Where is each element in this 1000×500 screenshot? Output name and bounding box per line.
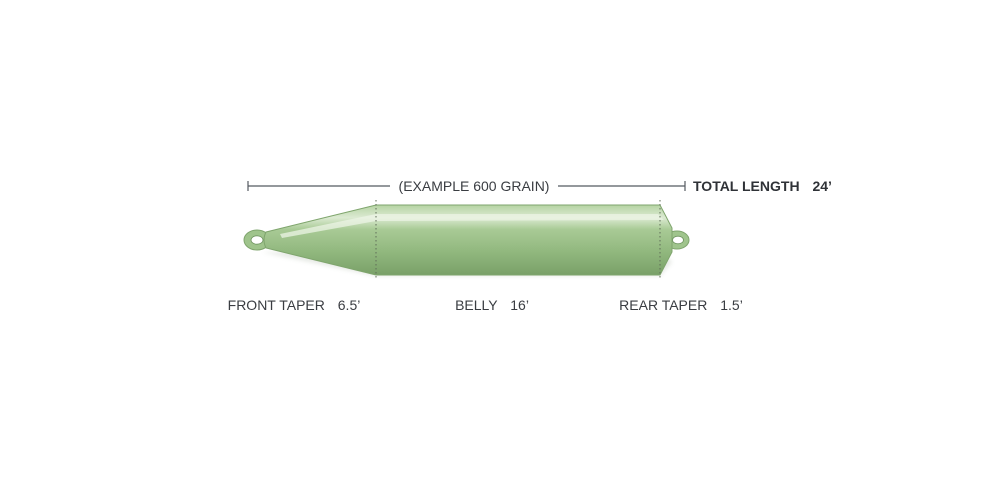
rear-loop-hole <box>672 235 684 245</box>
dimension-line <box>247 181 686 191</box>
front-loop-hole <box>250 235 264 245</box>
section-name: BELLY <box>455 297 498 313</box>
section-label-rear-taper: REAR TAPER 1.5’ <box>619 297 743 313</box>
section-length: 16’ <box>510 297 529 313</box>
section-label-belly: BELLY 16’ <box>455 297 529 313</box>
section-label-front-taper: FRONT TAPER 6.5’ <box>228 297 361 313</box>
section-name: REAR TAPER <box>619 297 707 313</box>
fly-line <box>243 200 690 278</box>
section-length: 6.5’ <box>338 297 361 313</box>
example-grain-label: (EXAMPLE 600 GRAIN) <box>399 178 550 194</box>
total-length-title: TOTAL LENGTH <box>693 178 800 194</box>
total-length-value: 24’ <box>812 178 831 194</box>
section-length: 1.5’ <box>720 297 743 313</box>
total-length-label: TOTAL LENGTH 24’ <box>693 178 832 194</box>
section-name: FRONT TAPER <box>228 297 325 313</box>
